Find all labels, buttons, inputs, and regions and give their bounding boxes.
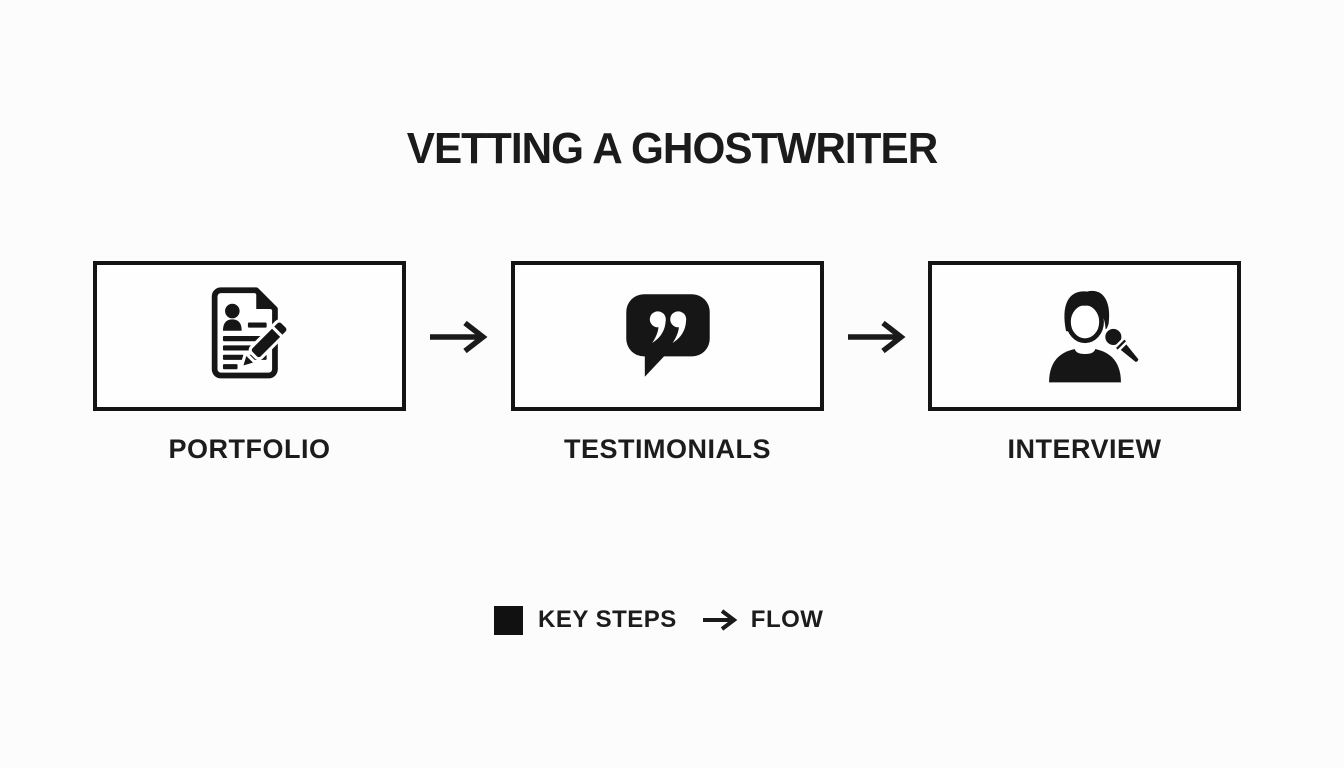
page-title: VETTING A GHOSTWRITER: [406, 124, 938, 173]
right-arrow-icon: [426, 315, 490, 359]
step-box-testimonials: [511, 261, 824, 411]
quote-bubble-icon: [617, 289, 719, 383]
step-label-interview: INTERVIEW: [1007, 434, 1162, 464]
right-arrow-icon: [844, 315, 908, 359]
step-box-interview: [928, 261, 1241, 411]
step-label-testimonials: TESTIMONIALS: [564, 434, 771, 464]
right-arrow-icon: [701, 607, 739, 633]
step-label-portfolio: PORTFOLIO: [168, 434, 331, 464]
legend-flow-label: FLOW: [750, 606, 824, 633]
black-square-swatch: [494, 605, 523, 635]
resume-pencil-icon: [198, 284, 302, 388]
step-box-portfolio: [93, 261, 406, 411]
legend-key-steps-label: KEY STEPS: [538, 606, 677, 633]
person-microphone-icon: [1028, 284, 1142, 388]
legend: KEY STEPS FLOW: [494, 602, 823, 638]
